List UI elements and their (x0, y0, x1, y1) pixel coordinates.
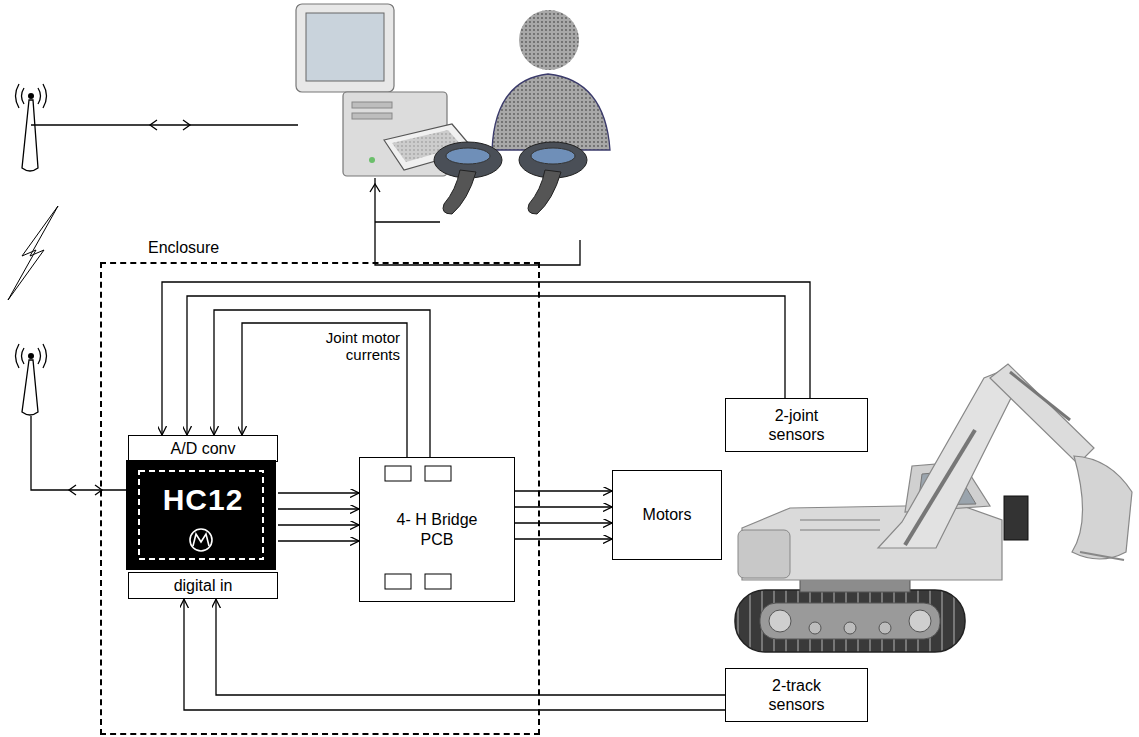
haptic-joystick (528, 170, 561, 214)
signal-connector (515, 490, 612, 491)
h-bridge-board: 4- H Bridge PCB (359, 457, 515, 602)
node-label: Enclosure (148, 238, 219, 257)
motor-box: Motors (612, 470, 722, 560)
excavator-illustration (735, 364, 1132, 652)
signal-connector (278, 524, 359, 525)
node-label: 2-track sensors (752, 676, 842, 714)
signal-connector (278, 492, 359, 493)
radio-link-wire (31, 416, 126, 495)
signal-connector (187, 296, 785, 435)
radio-link-wire (150, 120, 157, 130)
excavator-illustration (760, 603, 940, 639)
signal-connector (216, 599, 725, 695)
node-label: 4- H Bridge PCB (387, 510, 487, 548)
joystick-cable (375, 178, 580, 265)
excavator-illustration (990, 364, 1094, 464)
microcontroller: HC12 (128, 462, 278, 572)
radio-link-wire (31, 416, 126, 490)
antenna-symbol (16, 84, 47, 171)
driver-ic (385, 574, 411, 589)
operator-figure (492, 74, 610, 150)
antenna-symbol (16, 84, 47, 108)
driver-ic (385, 466, 411, 481)
antenna-symbol (22, 100, 38, 171)
excavator-illustration (1010, 372, 1070, 420)
radio-link-wire (69, 485, 76, 495)
joystick-cable (370, 178, 580, 265)
driver-ic (425, 574, 451, 589)
signal-connector (278, 508, 359, 509)
excavator-illustration (844, 622, 856, 634)
signal-connector (515, 538, 612, 539)
excavator-illustration (735, 590, 965, 652)
computer-icon (352, 113, 392, 119)
node-label: Motors (643, 505, 692, 524)
antenna-symbol (28, 353, 34, 359)
operator-figure (492, 10, 610, 150)
haptic-joystick (434, 142, 587, 214)
joystick-cable (375, 221, 440, 222)
radio-link-wire (183, 120, 190, 130)
signal-connector (162, 282, 810, 435)
excavator-illustration (800, 519, 880, 521)
computer-icon (306, 13, 384, 81)
microcontroller-chip (139, 471, 263, 559)
wireless-link-symbol (8, 206, 58, 300)
computer-icon (296, 4, 394, 92)
signal-connector (184, 599, 725, 710)
radio-link-wire (31, 120, 298, 130)
joystick-cable (370, 184, 380, 192)
signal-connector (515, 506, 612, 507)
signal-connector (278, 540, 359, 541)
radio-link-wire (31, 124, 298, 125)
computer-icon (369, 157, 375, 163)
signal-connector (242, 323, 407, 457)
node-label: HC12 (163, 482, 244, 518)
excavator-illustration (800, 529, 880, 531)
node-label: 2-joint sensors (752, 406, 842, 444)
antenna-symbol (28, 93, 34, 99)
excavator-illustration (809, 622, 821, 634)
haptic-joystick (443, 170, 476, 214)
node-label: A/D conv (171, 439, 236, 458)
excavator-illustration (879, 622, 891, 634)
sensor-box: 2-track sensors (725, 668, 868, 722)
antenna-symbol (16, 344, 47, 415)
sensor-box: 2-joint sensors (725, 398, 868, 452)
adc-block: A/D conv (128, 435, 278, 462)
operator-figure (519, 10, 579, 70)
signal-connector (515, 522, 612, 523)
excavator-illustration (738, 530, 790, 578)
node-label: digital in (174, 576, 233, 595)
signal-label: Joint motor currents (310, 328, 402, 365)
haptic-joystick (446, 148, 490, 164)
microcontroller-chip (193, 534, 209, 546)
excavator-illustration (1004, 496, 1028, 540)
digital-input-block: digital in (128, 572, 278, 599)
excavator-illustration (909, 610, 931, 632)
microcontroller-chip (126, 460, 276, 570)
microcontroller-chip (190, 529, 212, 551)
excavator-illustration (1080, 552, 1124, 560)
excavator-illustration (769, 610, 791, 632)
excavator-illustration (905, 430, 975, 545)
antenna-symbol (22, 360, 38, 415)
microcontroller-chip (126, 460, 276, 570)
wireless-link-symbol (8, 206, 58, 300)
excavator-illustration (1072, 456, 1132, 559)
haptic-joystick (531, 148, 575, 164)
computer-icon (352, 102, 392, 108)
antenna-symbol (16, 344, 47, 368)
excavator-illustration (878, 370, 1016, 548)
driver-ic (425, 466, 451, 481)
